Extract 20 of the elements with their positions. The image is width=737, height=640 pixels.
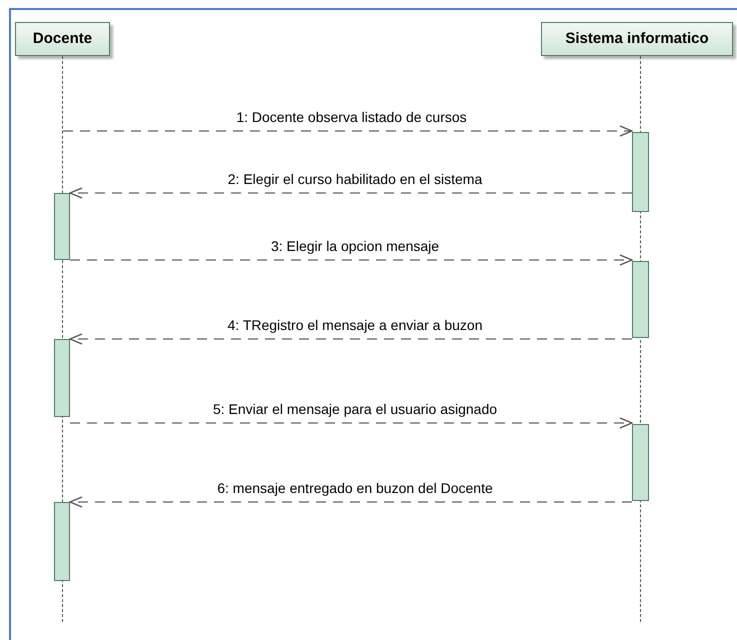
activation-bar <box>632 132 649 212</box>
lifeline-header-box: Docente <box>15 22 110 56</box>
activation-bar <box>54 193 70 260</box>
message-arrow <box>69 187 632 199</box>
message-arrow <box>70 254 633 266</box>
message-arrow <box>70 417 633 429</box>
message-label: 2: Elegir el curso habilitado en el sistema <box>226 171 484 187</box>
message-label: 3: Elegir la opcion mensaje <box>268 238 442 254</box>
message-label: 6: mensaje entregado en buzon del Docente <box>215 480 495 496</box>
message-label: 4: TRegistro el mensaje a enviar a buzon <box>226 317 484 333</box>
message-arrow <box>63 125 633 137</box>
activation-bar <box>54 339 70 417</box>
message-arrow <box>69 496 632 508</box>
activation-bar <box>54 502 70 581</box>
activation-bar <box>632 424 649 501</box>
lifeline-header-box: Sistema informatico <box>541 22 733 56</box>
message-label: 5: Enviar el mensaje para el usuario asignado <box>210 401 500 417</box>
message-label: 1: Docente observa listado de cursos <box>234 109 469 125</box>
message-arrow <box>69 333 632 345</box>
activation-bar <box>632 261 649 338</box>
